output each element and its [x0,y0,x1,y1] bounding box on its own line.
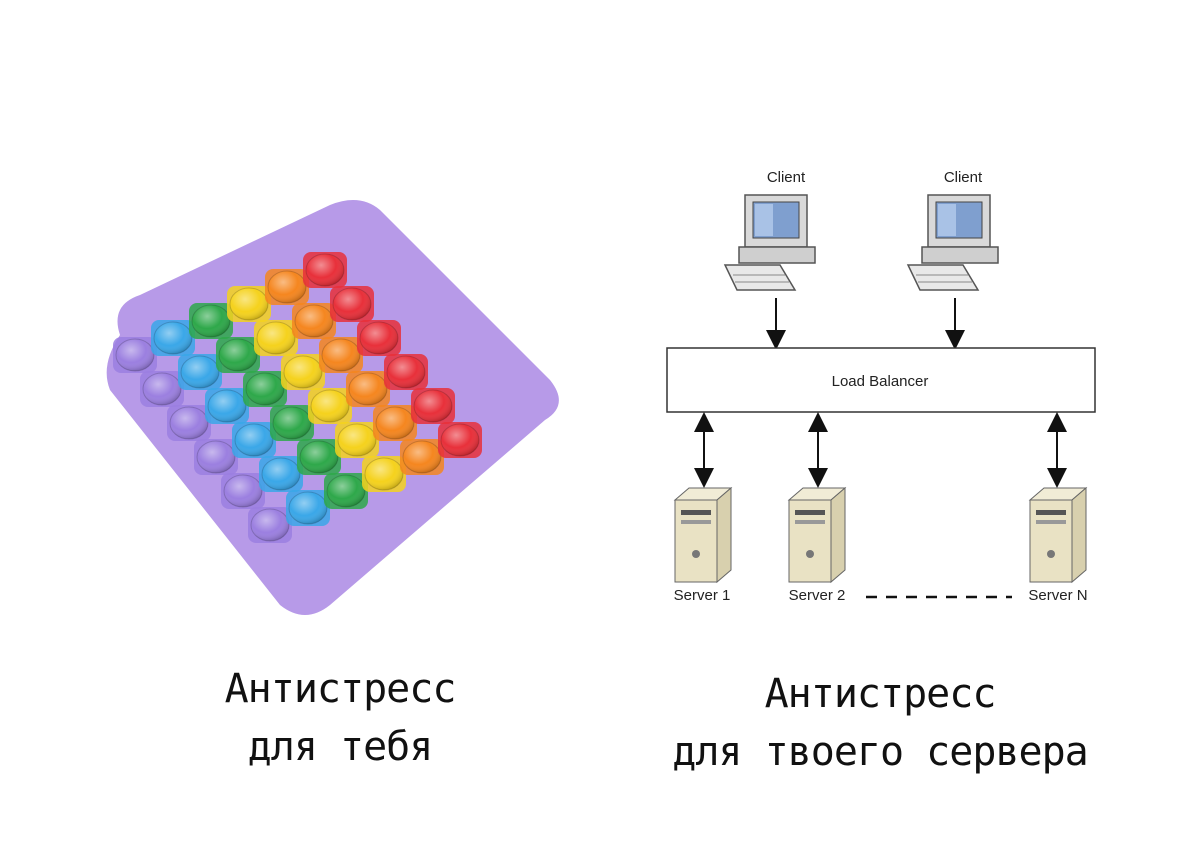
load-balancer-label: Load Balancer [832,373,929,390]
popit-bubble-shine [333,288,371,320]
popit-bubble-shine [365,458,403,490]
client-label: Client [767,169,806,186]
popit-bubble-shine [116,339,154,371]
popit-bubble-shine [262,458,300,490]
popit-bubble-shine [322,339,360,371]
popit-bubble-shine [338,424,376,456]
server-icon [787,486,847,584]
popit-bubble-shine [414,390,452,422]
popit-bubble-shine [300,441,338,473]
client-label: Client [944,169,983,186]
popit-bubble-shine [219,339,257,371]
caption-line: Антистресс [224,666,457,712]
popit-bubble-shine [306,254,344,286]
popit-bubble-shine [311,390,349,422]
popit-bubble-shine [170,407,208,439]
popit-bubble-shine [224,475,262,507]
popit-toy [106,200,559,615]
popit-bubble-shine [360,322,398,354]
load-balancer-box [666,347,1096,413]
server-label: Server 1 [674,587,731,604]
popit-bubble-shine [154,322,192,354]
caption-line: для тебя [247,724,434,770]
popit-bubble-shine [192,305,230,337]
server-icon [1028,486,1088,584]
popit-bubble-shine [387,356,425,388]
popit-bubble-shine [441,424,479,456]
popit-bubble-shine [230,288,268,320]
popit-bubble-shine [284,356,322,388]
popit-bubble-shine [289,492,327,524]
popit-bubble-shine [257,322,295,354]
popit-toy-image [80,185,580,625]
server-icon [673,486,733,584]
popit-bubble-shine [197,441,235,473]
server-label: Server N [1028,587,1087,604]
popit-bubble-shine [273,407,311,439]
popit-bubble-shine [403,441,441,473]
popit-bubble-shine [295,305,333,337]
popit-bubble-shine [143,373,181,405]
load-balancer-diagram: Client Client Load Balancer [640,150,1120,620]
popit-bubble-shine [181,356,219,388]
caption-server: Антистресс для твоего сервера [640,665,1120,781]
client-computer-icon [723,194,816,291]
popit-bubble-shine [246,373,284,405]
popit-bubble-shine [376,407,414,439]
popit-bubble-shine [327,475,365,507]
popit-bubble-shine [235,424,273,456]
caption-line: Антистресс [764,671,997,717]
client-computer-icon [906,194,999,291]
popit-bubble-shine [251,509,289,541]
popit-bubble-shine [349,373,387,405]
caption-you: Антистресс для тебя [130,660,550,776]
caption-line: для твоего сервера [672,729,1088,775]
popit-bubble-shine [208,390,246,422]
server-label: Server 2 [789,587,846,604]
popit-bubble-shine [268,271,306,303]
